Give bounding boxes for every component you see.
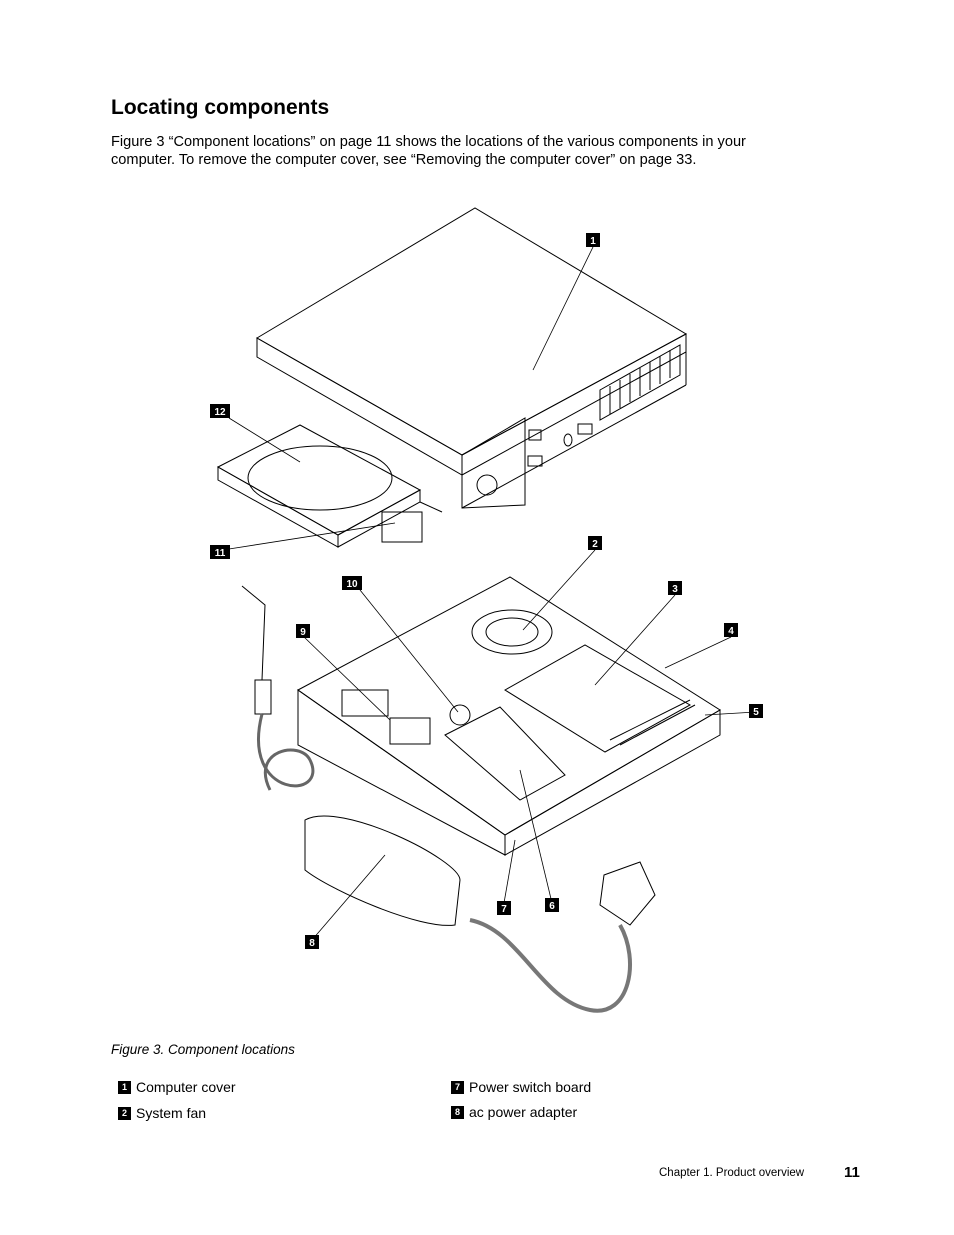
svg-text:4: 4 xyxy=(728,626,734,637)
page-title: Locating components xyxy=(111,96,330,119)
svg-text:11: 11 xyxy=(215,548,226,559)
callout-3: 3 xyxy=(668,581,682,595)
callout-6: 6 xyxy=(545,898,559,912)
figure-caption: Figure 3. Component locations xyxy=(111,1042,295,1057)
footer-chapter: Chapter 1. Product overview xyxy=(659,1167,805,1179)
svg-text:3: 3 xyxy=(672,584,678,595)
page-number: 11 xyxy=(844,1164,860,1181)
callout-7: 7 xyxy=(497,901,511,915)
legend-number: 7 xyxy=(451,1080,464,1094)
callout-9: 9 xyxy=(296,624,310,638)
legend-item-system-fan: 2 System fan xyxy=(118,1105,206,1121)
callout-12: 12 xyxy=(210,404,230,418)
intro-line-1: Figure 3 “Component locations” on page 1… xyxy=(111,134,746,150)
legend-number: 8 xyxy=(451,1105,464,1119)
svg-text:6: 6 xyxy=(549,901,555,912)
legend-number: 1 xyxy=(118,1080,131,1094)
hard-disk-drive-drawing xyxy=(218,425,442,547)
chassis-drawing xyxy=(298,577,720,855)
legend-number: 2 xyxy=(118,1106,131,1120)
legend-label: ac power adapter xyxy=(469,1104,578,1120)
legend-item-power-switch-board: 7 Power switch board xyxy=(451,1079,591,1095)
svg-text:5: 5 xyxy=(753,707,759,718)
leader-lines xyxy=(229,247,756,940)
legend-item-computer-cover: 1 Computer cover xyxy=(118,1079,236,1095)
callout-2: 2 xyxy=(588,536,602,550)
callout-4: 4 xyxy=(724,623,738,637)
power-adapter-drawing xyxy=(242,586,655,1011)
computer-cover-drawing xyxy=(257,208,686,508)
legend-label: Computer cover xyxy=(136,1079,236,1095)
callout-11: 11 xyxy=(210,545,230,559)
intro-paragraph: Figure 3 “Component locations” on page 1… xyxy=(111,133,851,169)
intro-line-2: computer. To remove the computer cover, … xyxy=(111,152,697,168)
svg-text:7: 7 xyxy=(501,904,507,915)
legend-label: Power switch board xyxy=(469,1079,592,1095)
svg-text:1: 1 xyxy=(590,236,596,247)
legend-item-ac-power-adapter: 8 ac power adapter xyxy=(451,1104,577,1120)
callout-1: 1 xyxy=(586,233,600,247)
callout-5: 5 xyxy=(749,704,763,718)
svg-text:10: 10 xyxy=(346,579,358,590)
callout-10: 10 xyxy=(342,576,362,590)
svg-text:12: 12 xyxy=(214,407,226,418)
svg-text:8: 8 xyxy=(309,938,315,949)
svg-text:9: 9 xyxy=(300,627,306,638)
legend-label: System fan xyxy=(136,1105,207,1121)
callout-8: 8 xyxy=(305,935,319,949)
svg-text:2: 2 xyxy=(592,539,598,550)
